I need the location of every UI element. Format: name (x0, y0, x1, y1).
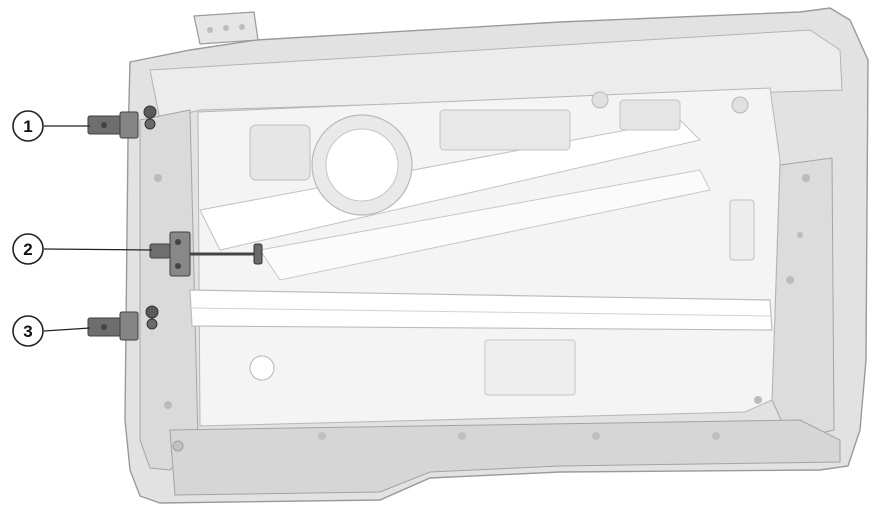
mount-boss (731, 96, 749, 114)
lower-hinge (87, 305, 159, 341)
callout-2: 2 (12, 233, 44, 265)
impact-beam (189, 289, 773, 331)
mount-boss (591, 91, 609, 109)
callout-3-label: 3 (23, 322, 32, 341)
keyhole-slot (164, 401, 172, 409)
bottom-clip (592, 432, 600, 440)
flange-hole (786, 276, 794, 284)
bottom-clip (318, 432, 326, 440)
callout-3: 3 (12, 315, 44, 347)
upper-hinge (87, 105, 157, 139)
regulator-rail-lower (259, 169, 711, 281)
right-flange (771, 157, 835, 441)
tab-hole (223, 25, 229, 31)
tab-hole (207, 27, 213, 33)
upper-recess-right (619, 99, 681, 131)
left-flange (139, 109, 199, 471)
bottom-clip (712, 432, 720, 440)
tab-hole (239, 24, 245, 30)
leader-line-3 (43, 327, 91, 332)
callout-2-label: 2 (23, 240, 32, 259)
bottom-flange (169, 419, 841, 496)
flange-hole (797, 232, 803, 238)
drain-hole (249, 355, 275, 381)
lower-recess (484, 339, 576, 396)
door-check-strap (149, 231, 263, 277)
speaker-opening (325, 128, 399, 202)
leader-line-2 (43, 248, 153, 251)
bottom-bolt (172, 440, 184, 452)
keyhole-slot (154, 174, 162, 182)
lock-slot (729, 199, 755, 261)
callout-1-label: 1 (23, 117, 32, 136)
callout-1: 1 (12, 110, 44, 142)
latch-pocket (249, 124, 311, 181)
bottom-clip (458, 432, 466, 440)
upper-recess (439, 109, 571, 151)
flange-hole (754, 396, 762, 404)
flange-hole (802, 174, 810, 182)
impact-beam-crease (191, 307, 771, 317)
